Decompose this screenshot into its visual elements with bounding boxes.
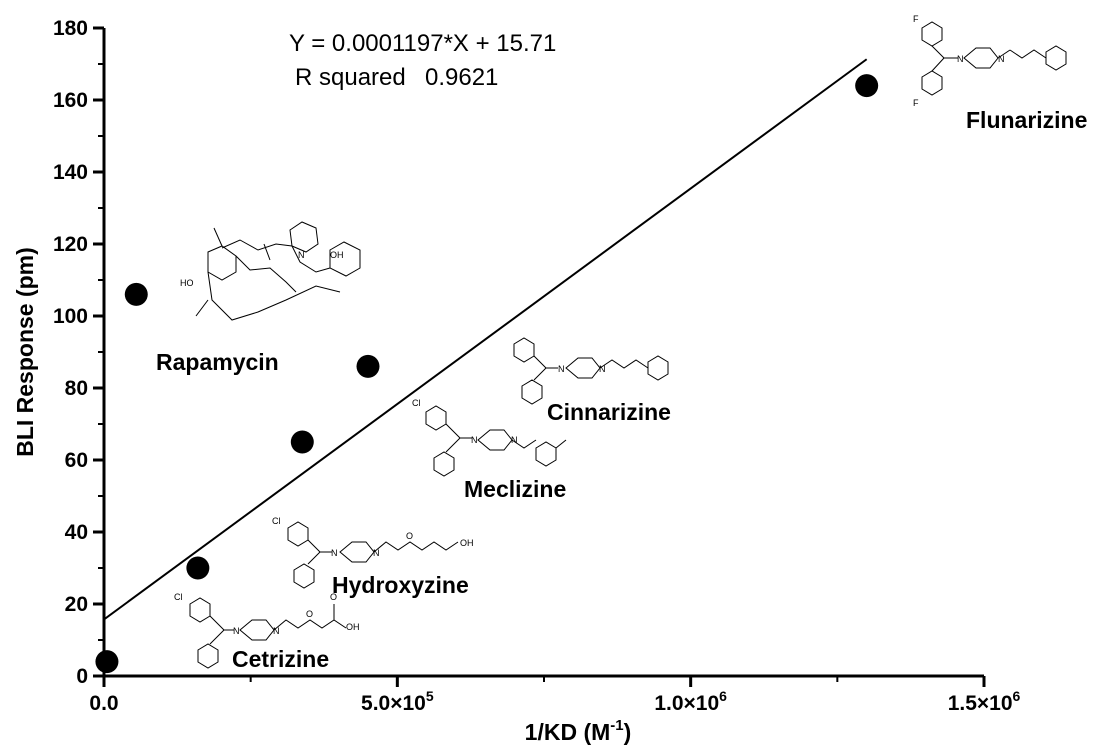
x-tick-label: 0.0 [89,692,118,715]
fit-equation: Y = 0.0001197*X + 15.71 [289,30,556,57]
atom-n-5: N [471,435,478,445]
x-tick-label: 1.5×106 [948,688,1021,715]
atom-cl-cetrizine: Cl [174,592,183,602]
atom-n-10: N [273,626,280,636]
label-cetrizine: Cetrizine [232,646,329,672]
atom-n-1: N [957,54,964,64]
atom-n-9: N [233,626,240,636]
flunarizine-structure: F F N N [913,14,1067,108]
cinnarizine-structure: N N [513,337,669,405]
data-point-hydroxyzine [186,556,210,580]
y-tick-label: 40 [65,521,88,544]
regression-line [103,58,868,621]
atom-oh-cetrizine: OH [346,622,360,632]
atom-o-cetrizine: O [306,609,313,619]
y-tick-label: 100 [53,305,88,328]
atom-ho: HO [180,278,194,288]
atom-f-top: F [913,14,919,24]
rapamycin-structure: HO OH N [180,221,361,321]
atom-n-6: N [511,435,518,445]
x-tick-label: 1.0×106 [654,688,727,715]
atom-n-4: N [599,364,606,374]
atom-cl-meclizine: Cl [412,398,421,408]
atom-n-2: N [998,54,1005,64]
y-tick-label: 140 [53,161,88,184]
y-tick-label: 160 [53,89,88,112]
atom-n-8: N [373,548,380,558]
data-point-meclizine [290,430,314,454]
r-squared-value: 0.9621 [425,64,498,91]
atom-oh-rapamycin: OH [330,250,344,260]
atom-o-hydroxyzine: O [406,531,413,541]
data-point-cinnarizine [356,354,380,378]
y-tick-label: 80 [65,377,88,400]
data-point-rapamycin [124,282,148,306]
y-tick-label: 20 [65,593,88,616]
label-flunarizine: Flunarizine [966,107,1087,133]
y-tick-label: 60 [65,449,88,472]
label-cinnarizine: Cinnarizine [547,399,671,425]
label-hydroxyzine: Hydroxyzine [332,572,469,598]
y-axis-title: BLI Response (pm) [12,247,38,457]
cetrizine-structure: Cl N N O O OH [174,592,360,669]
atom-n-3: N [558,364,565,374]
y-tick-label: 120 [53,233,88,256]
x-tick-label: 5.0×105 [361,688,434,715]
meclizine-structure: Cl N N [412,398,567,477]
x-axis-title: 1/KD (M-1) [525,717,632,745]
atom-f-bottom: F [913,98,919,108]
label-rapamycin: Rapamycin [156,349,279,375]
label-meclizine: Meclizine [464,476,566,502]
y-tick-label: 180 [53,17,88,40]
data-point-cetrizine [95,650,119,674]
atom-o-carbonyl: O [330,592,337,602]
atom-cl-hydroxyzine: Cl [272,516,281,526]
atom-oh-hydroxyzine: OH [460,538,474,548]
data-point-flunarizine [855,74,879,98]
hydroxyzine-structure: Cl N N O OH [272,516,474,589]
r-squared-label: R squared [295,64,406,91]
y-tick-label: 0 [76,665,88,688]
atom-n-7: N [331,548,338,558]
atom-n-rapamycin: N [298,250,305,260]
